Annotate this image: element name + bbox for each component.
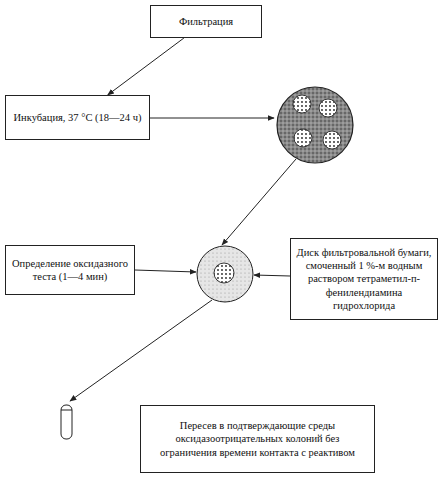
arrow (222, 159, 296, 245)
colony (293, 95, 311, 113)
colony (319, 99, 337, 117)
arrow (70, 300, 212, 401)
box-label: Инкубация, 37 °C (18—24 ч) (14, 111, 142, 124)
process-box: Определение оксидазного теста (1—4 мин) (5, 245, 135, 295)
box-text: Диск фильтровальной бумаги, смоченный 1 … (296, 246, 432, 312)
box-label: Пересев в подтверждающие среды оксидазоо… (146, 419, 369, 458)
box-label: Определение оксидазного теста (1—4 мин) (11, 257, 129, 283)
filter-disk (197, 246, 253, 302)
process-box: Фильтрация (150, 5, 262, 38)
test-tube-rim (61, 410, 72, 411)
arrow (135, 270, 196, 272)
box-text: Инкубация, 37 °C (18—24 ч) (14, 111, 142, 124)
box-text: Пересев в подтверждающие среды оксидазоо… (146, 419, 369, 458)
colony (323, 131, 341, 149)
process-box: Инкубация, 37 °C (18—24 ч) (5, 95, 150, 140)
colony (294, 129, 312, 147)
colony (214, 263, 234, 283)
arrow (254, 275, 290, 276)
box-text: Фильтрация (179, 15, 233, 28)
petri-dish (277, 87, 353, 163)
flow-arrow (108, 38, 184, 95)
box-label: Фильтрация (179, 15, 233, 28)
process-box: Пересев в подтверждающие среды оксидазоо… (140, 405, 375, 473)
box-text: Определение оксидазного теста (1—4 мин) (11, 257, 129, 283)
box-label: Диск фильтровальной бумаги, смоченный 1 … (296, 246, 432, 312)
arrow (150, 118, 274, 119)
process-box: Диск фильтровальной бумаги, смоченный 1 … (290, 238, 438, 320)
test-tube (61, 405, 72, 439)
